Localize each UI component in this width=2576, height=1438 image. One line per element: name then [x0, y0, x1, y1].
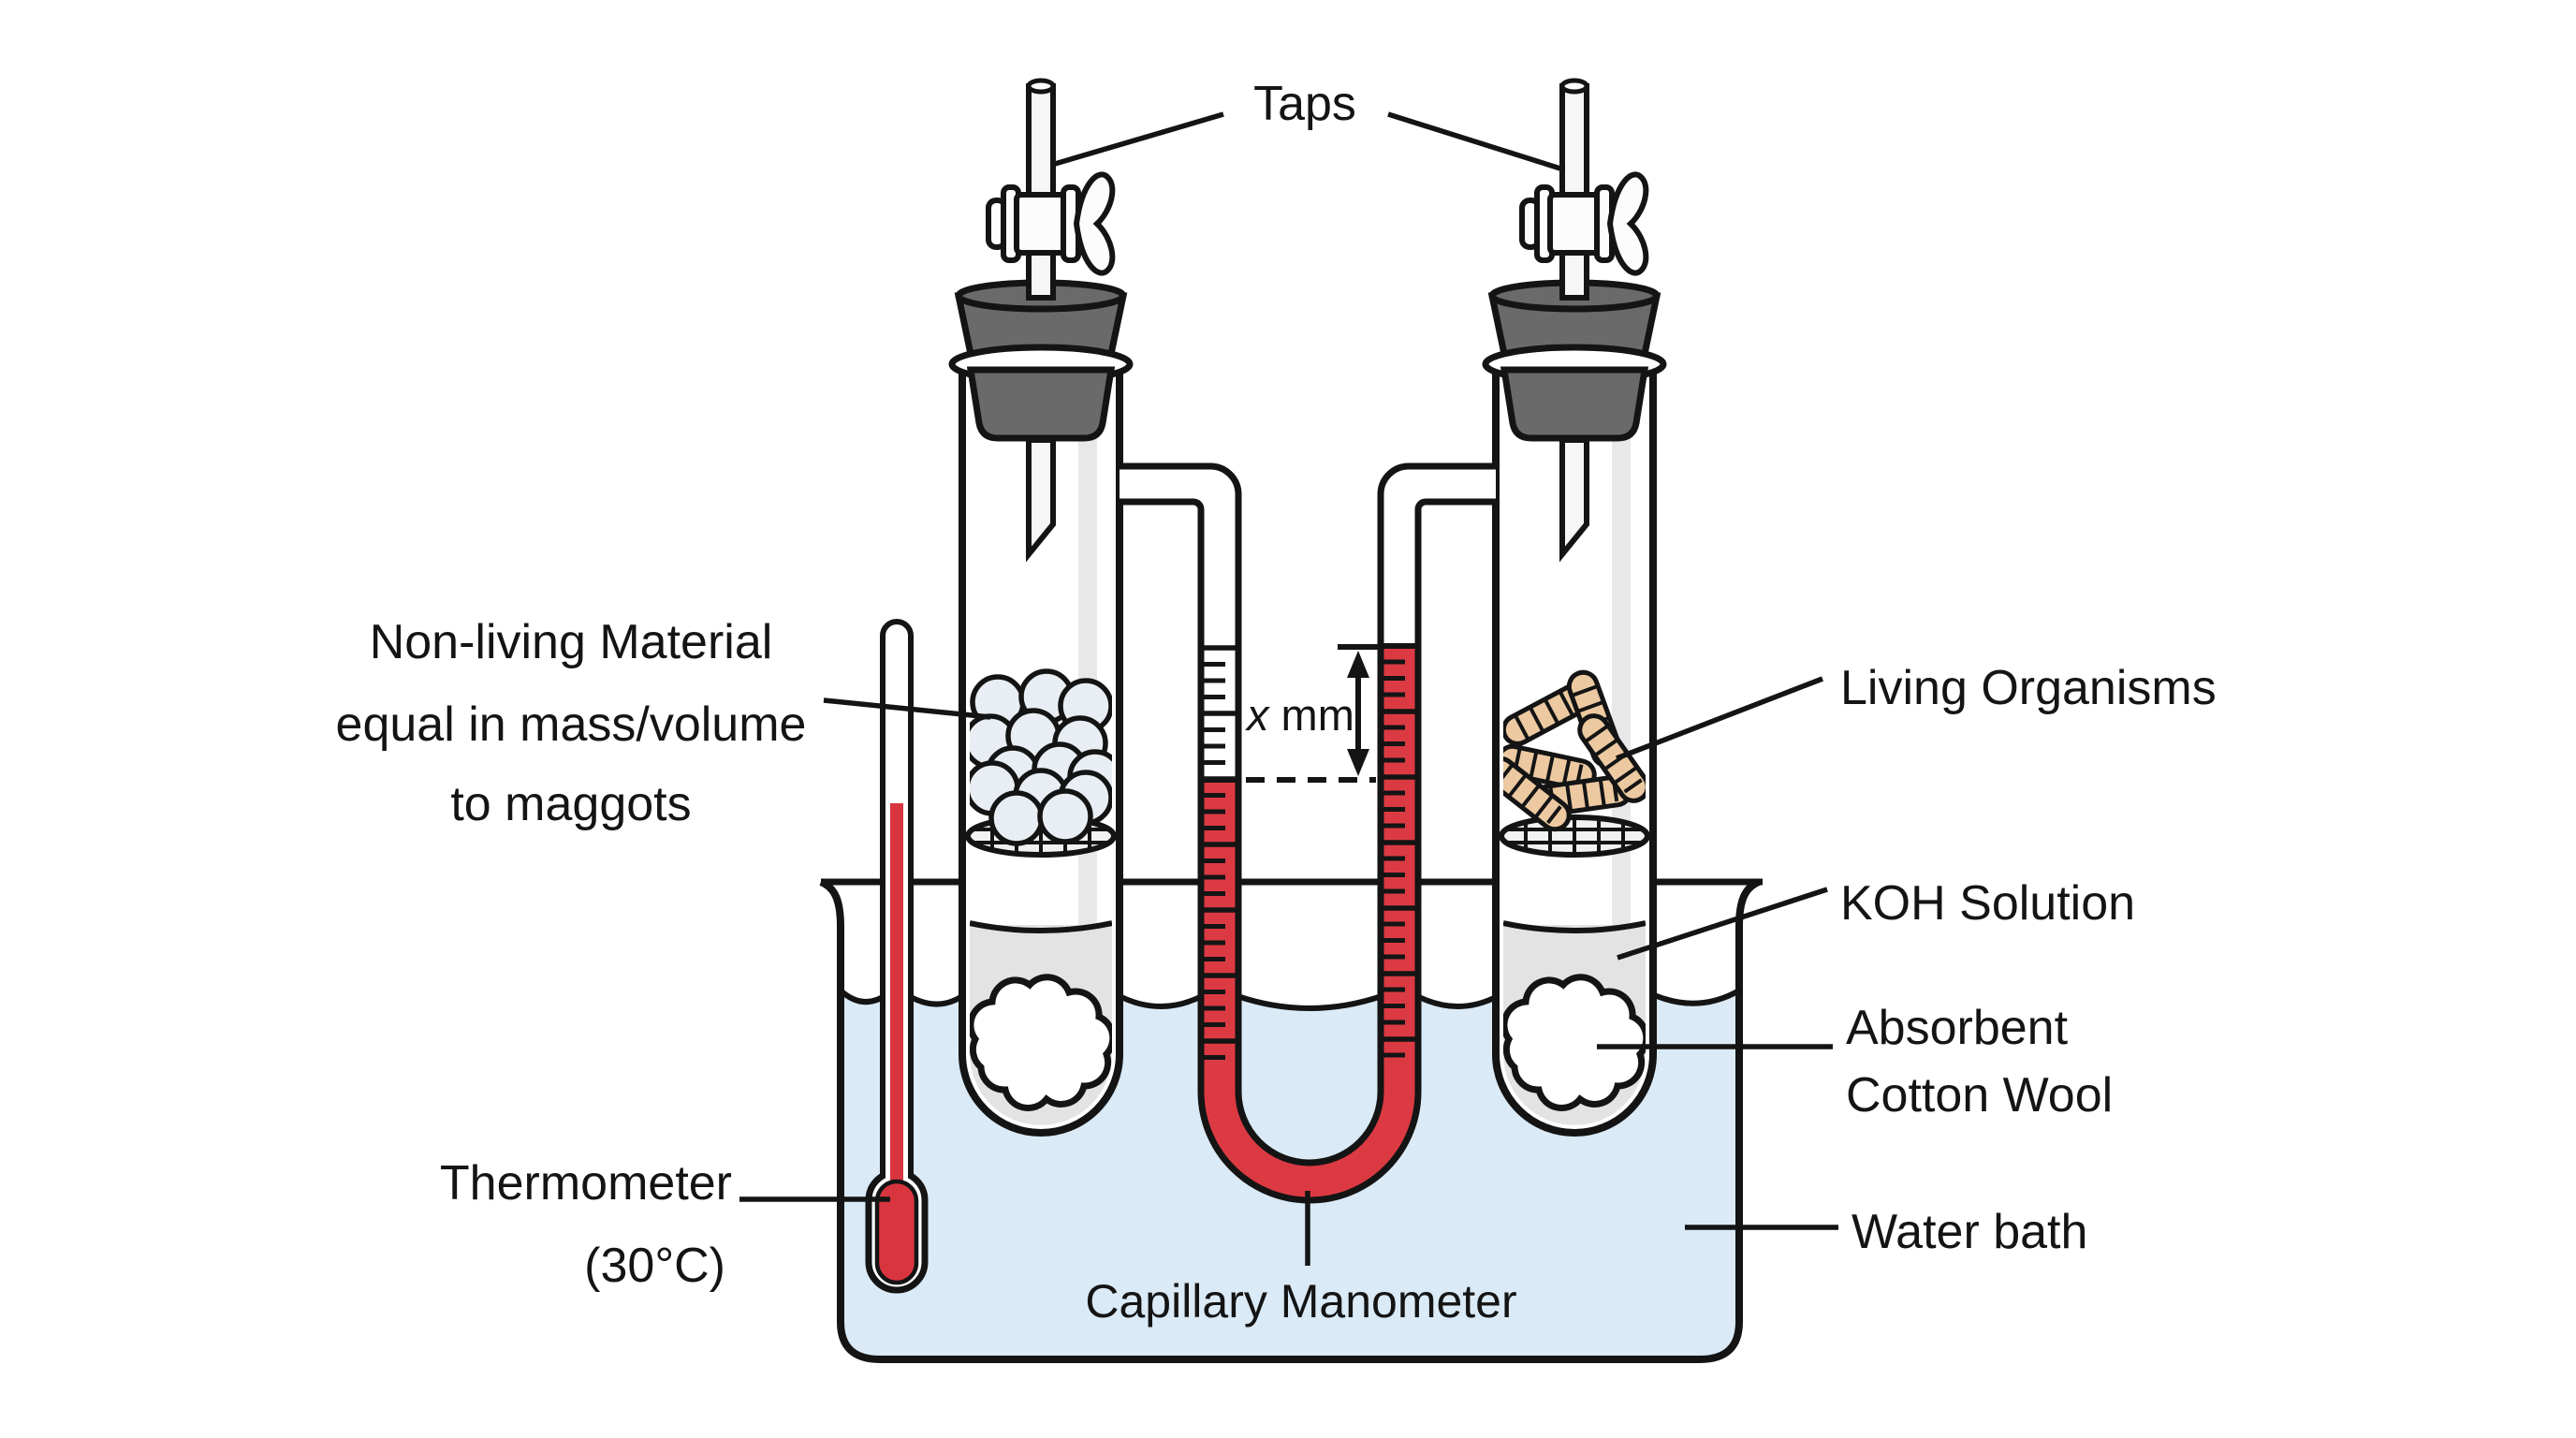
- scale-ticks-right-minor: [1383, 659, 1405, 1058]
- label-koh-solution: KOH Solution: [1840, 876, 2135, 931]
- label-thermometer-2: (30°C): [584, 1239, 725, 1293]
- label-non-living-1: Non-living Material: [370, 615, 773, 669]
- leader-taps-left: [1054, 111, 1224, 167]
- scale-ticks-left-minor: [1204, 662, 1225, 1060]
- label-non-living-2: equal in mass/volume: [336, 697, 807, 752]
- leader-koh-solution: [1617, 887, 1828, 961]
- scale-ticks-right-major: [1383, 709, 1415, 1042]
- stopper-left: [952, 283, 1130, 438]
- tap-left: [988, 81, 1112, 298]
- thermometer-bulb-fluid: [874, 1179, 919, 1285]
- label-x-mm: x mm: [1245, 690, 1354, 740]
- tube-left-contents: [970, 923, 1113, 1125]
- arrowhead-up-icon: [1347, 651, 1369, 678]
- label-capillary-manometer: Capillary Manometer: [1085, 1275, 1516, 1328]
- cotton-wool-right: [1504, 977, 1647, 1108]
- leader-lines: [739, 111, 1838, 1266]
- stopper-right: [1486, 283, 1663, 438]
- capillary-manometer: [1120, 462, 1496, 1204]
- label-thermometer-1: Thermometer: [440, 1156, 732, 1211]
- label-non-living-3: to maggots: [450, 777, 691, 831]
- test-tube-living: [1481, 81, 1663, 1133]
- label-taps: Taps: [1253, 77, 1356, 131]
- leader-non-living: [823, 697, 991, 720]
- tap-right: [1522, 81, 1646, 298]
- test-tube-nonliving: [952, 81, 1130, 1133]
- thermometer-red-column: [890, 803, 903, 1196]
- arrowhead-down-icon: [1347, 749, 1369, 776]
- label-cotton-2: Cotton Wool: [1846, 1068, 2113, 1123]
- label-living-organisms: Living Organisms: [1840, 661, 2217, 715]
- manometer-fluid: [1201, 646, 1418, 1200]
- leader-taps-right: [1387, 111, 1561, 171]
- label-cotton-1: Absorbent: [1846, 1001, 2069, 1055]
- bath-walls: [819, 878, 1761, 1363]
- manometer-glass-inner: [1120, 462, 1496, 1167]
- label-water-bath: Water bath: [1852, 1205, 2087, 1259]
- leader-living-organisms: [1616, 676, 1823, 761]
- labels: Taps Non-living Material equal in mass/v…: [336, 77, 2217, 1328]
- level-difference-annotation: x mm: [1245, 644, 1379, 783]
- mesh-platform-right: [1501, 817, 1647, 855]
- thermometer: [865, 619, 929, 1294]
- cotton-wool-left: [971, 977, 1113, 1108]
